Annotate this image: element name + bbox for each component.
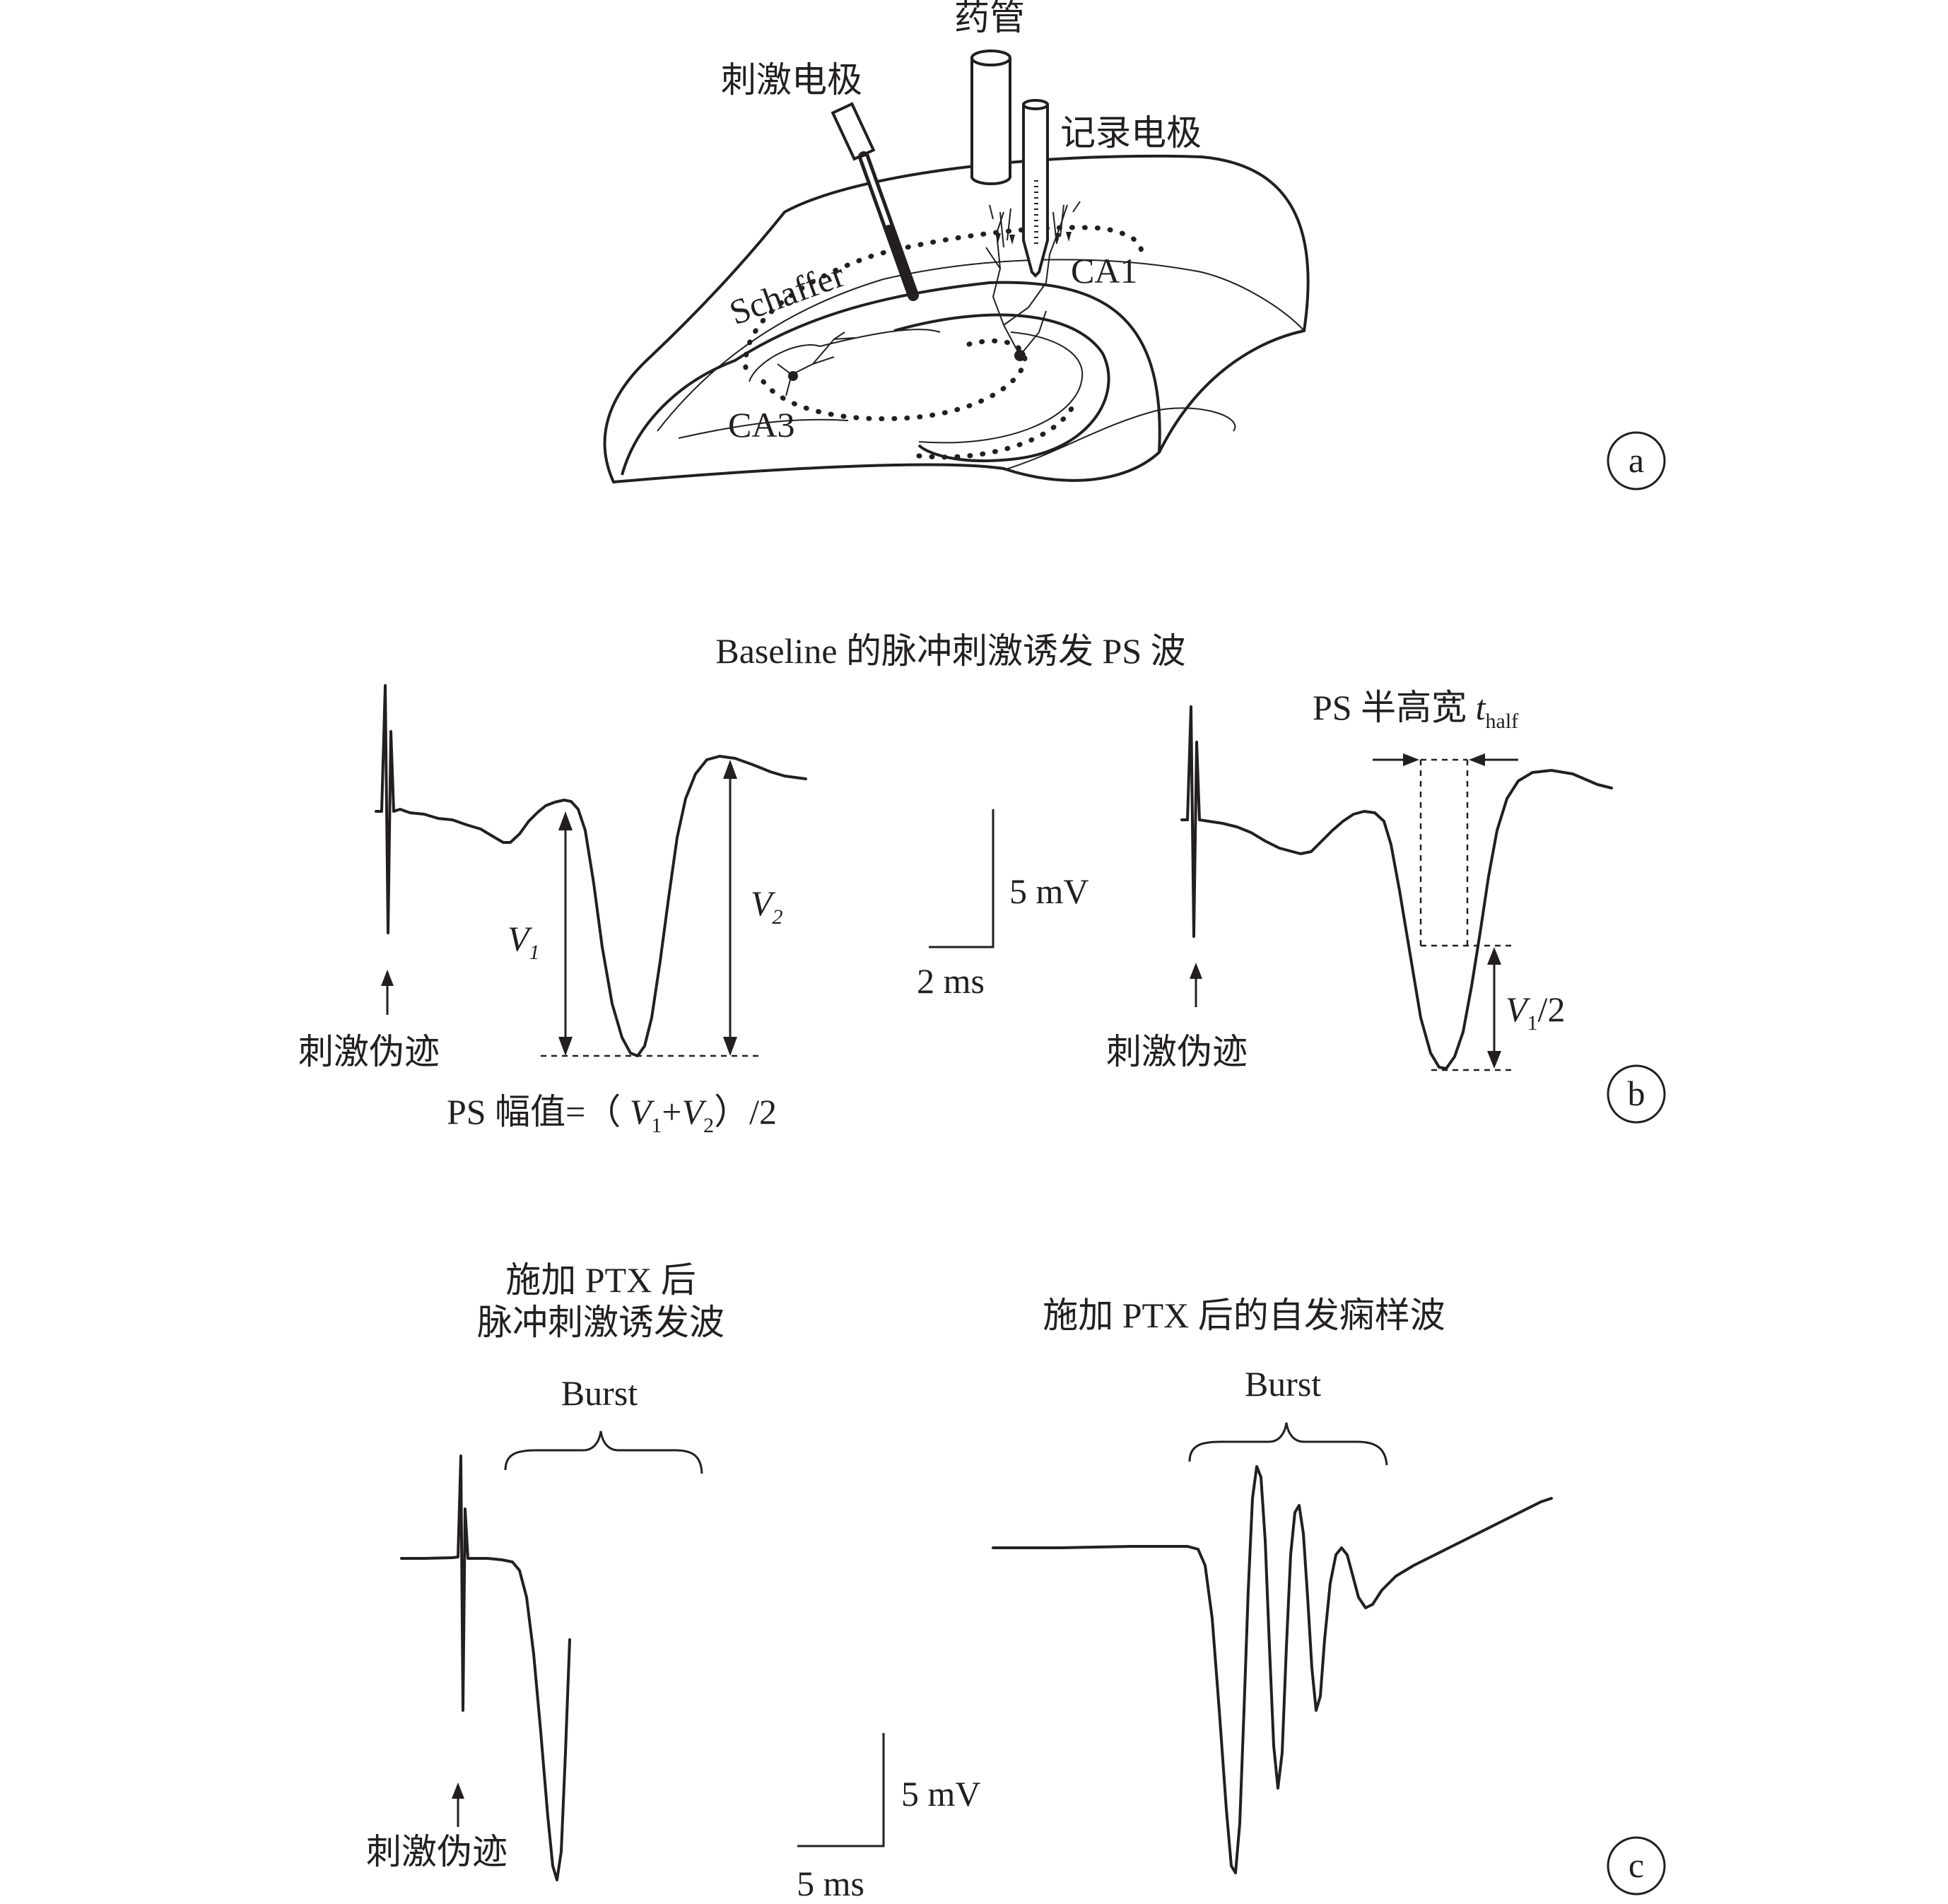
schaffer-dotted-layer xyxy=(743,225,1144,370)
panel-a: 药管 刺激电极 记录电极 CA1 CA3 Schaffer a xyxy=(603,0,1666,490)
scale-mv-b: 5 mV xyxy=(1009,871,1089,911)
v1-arrowhead-top xyxy=(558,811,573,830)
ca3-dotted-layer xyxy=(761,338,1028,422)
ca1-dendrites xyxy=(985,204,1068,356)
half-width-arrowhead-right xyxy=(1469,753,1485,766)
panel-c: 施加 PTX 后 脉冲刺激诱发波 施加 PTX 后的自发痫样波 Burst Bu… xyxy=(366,1260,1666,1903)
v2-label: V2 xyxy=(751,883,783,929)
panel-b: Baseline 的脉冲刺激诱发 PS 波 V1 V2 刺激伪迹 PS 幅值=（… xyxy=(298,631,1666,1137)
recording-electrode xyxy=(1022,99,1049,278)
half-v-label: V1/2 xyxy=(1506,989,1565,1035)
slice-inner-edge xyxy=(621,281,1161,476)
ca3-neuron xyxy=(777,331,856,396)
label-recording-electrode: 记录电极 xyxy=(1060,113,1202,153)
v2-arrowhead-bottom xyxy=(723,1037,737,1056)
v1-arrowhead-bottom xyxy=(558,1037,573,1056)
scale-ms-c: 5 ms xyxy=(797,1864,864,1903)
panel-c-left-title-line2: 脉冲刺激诱发波 xyxy=(477,1303,724,1342)
burst-brace-left xyxy=(504,1430,703,1474)
half-width-label: PS 半高宽 thalf xyxy=(1313,688,1518,733)
label-schaffer: Schaffer xyxy=(724,254,850,332)
ca3-neuron-soma xyxy=(788,371,798,381)
label-ca3: CA3 xyxy=(728,405,794,445)
scale-bar-b xyxy=(929,809,994,948)
recording-electrode-top xyxy=(1022,99,1049,110)
panel-letter-b: b xyxy=(1628,1074,1645,1113)
v2-arrowhead-top xyxy=(723,760,737,779)
stim-electrode-handle xyxy=(831,102,876,161)
stim-arrowhead-left xyxy=(381,970,394,986)
stim-arrowhead-right xyxy=(1190,963,1202,979)
half-v-arrowhead-top xyxy=(1487,947,1501,965)
v1-label: V1 xyxy=(507,919,540,964)
scale-bar-c xyxy=(797,1733,885,1847)
spontaneous-trace-right xyxy=(992,1465,1553,1874)
dentate-gyrus xyxy=(893,313,1110,462)
label-stimulating-electrode: 刺激电极 xyxy=(721,60,862,100)
panel-c-circle xyxy=(1607,1836,1666,1896)
ca1-soma-markers xyxy=(995,232,1072,245)
ca3-fiber xyxy=(749,329,941,382)
panel-b-title: Baseline 的脉冲刺激诱发 PS 波 xyxy=(715,631,1185,671)
label-ca1: CA1 xyxy=(1071,251,1137,290)
lower-fiber xyxy=(678,418,849,439)
panel-c-left-title-line1: 施加 PTX 后 xyxy=(505,1260,696,1300)
panel-letter-c: c xyxy=(1629,1845,1644,1885)
dg-dotted-layer xyxy=(916,400,1077,460)
ps-trace-left xyxy=(375,684,807,1057)
panel-a-circle xyxy=(1607,431,1666,490)
ps-trace-right xyxy=(1180,705,1613,1070)
ca1-pyramids xyxy=(989,201,1081,248)
panel-letter-a: a xyxy=(1629,440,1644,480)
scale-mv-c: 5 mV xyxy=(901,1774,981,1814)
half-width-arrowhead-left xyxy=(1403,753,1419,766)
burst-trace-left xyxy=(400,1455,571,1881)
label-drug-tube: 药管 xyxy=(954,0,1025,37)
right-fiber xyxy=(1003,407,1236,471)
recording-electrode-body xyxy=(1022,103,1049,278)
drug-tube-top xyxy=(970,49,1011,66)
stim-artifact-label-left: 刺激伪迹 xyxy=(298,1032,440,1071)
drug-tube xyxy=(970,49,1011,185)
half-v-arrowhead-bottom xyxy=(1487,1051,1501,1069)
panel-b-circle xyxy=(1607,1064,1666,1124)
scale-ms-b: 2 ms xyxy=(917,961,985,1001)
panel-c-right-title: 施加 PTX 后的自发痫样波 xyxy=(1043,1295,1445,1335)
drug-tube-body xyxy=(970,58,1011,185)
dentate-inner xyxy=(918,331,1084,444)
burst-label-right: Burst xyxy=(1245,1364,1321,1404)
burst-brace-right xyxy=(1188,1422,1388,1466)
stim-artifact-label-c: 刺激伪迹 xyxy=(366,1832,507,1871)
stim-artifact-label-right: 刺激伪迹 xyxy=(1106,1032,1248,1071)
stimulating-electrode xyxy=(831,102,919,301)
ps-amplitude-formula: PS 幅值=（ V1+V2）/2 xyxy=(447,1092,777,1137)
stim-electrode-tip xyxy=(884,225,918,300)
slice-outline xyxy=(603,154,1310,484)
burst-label-left: Burst xyxy=(561,1373,638,1413)
stim-arrowhead-c xyxy=(452,1782,464,1799)
slice-top-layer xyxy=(657,259,1305,432)
